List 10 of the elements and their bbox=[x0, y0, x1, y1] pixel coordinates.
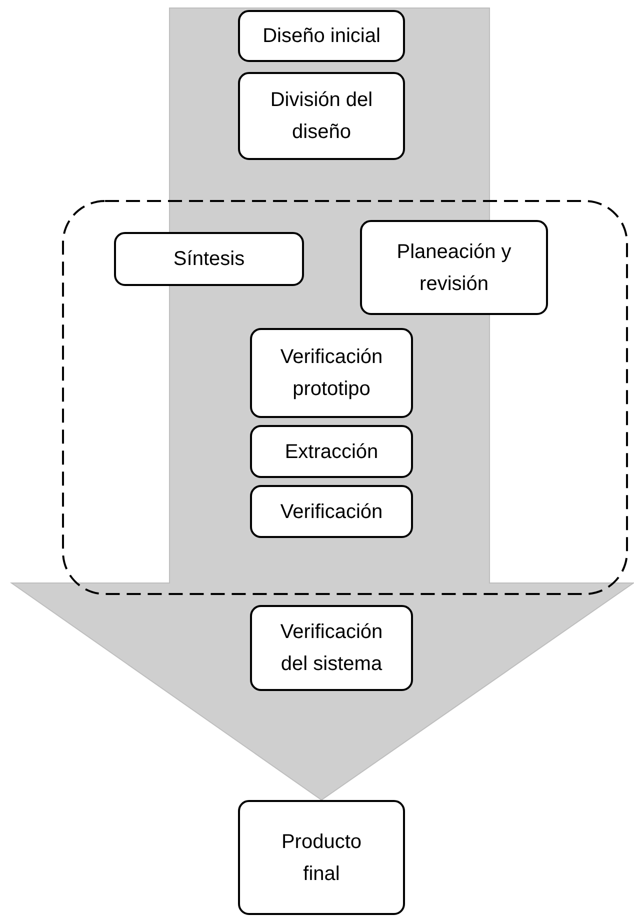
process-box: Verificación del sistema bbox=[250, 605, 413, 691]
dashed-region bbox=[62, 200, 628, 595]
process-box: Extracción bbox=[250, 425, 413, 478]
process-box: Síntesis bbox=[114, 232, 304, 286]
process-box: Verificación prototipo bbox=[250, 328, 413, 418]
process-box: Verificación bbox=[250, 485, 413, 538]
process-box: Diseño inicial bbox=[238, 10, 405, 62]
process-box: Producto final bbox=[238, 800, 405, 915]
process-box: Planeación y revisión bbox=[360, 220, 548, 315]
process-box: División del diseño bbox=[238, 72, 405, 160]
